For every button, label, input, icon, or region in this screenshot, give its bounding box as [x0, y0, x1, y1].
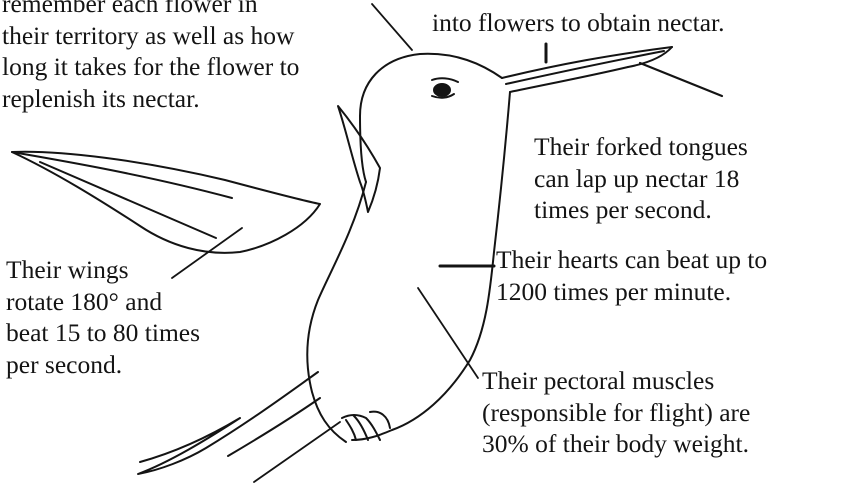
tongue-annotation-line: Their forked tongues [534, 131, 748, 163]
muscles-annotation-line: (responsible for flight) are [482, 397, 750, 429]
beak-lower-inner [506, 51, 664, 84]
muscles-annotation: Their pectoral muscles (responsible for … [482, 365, 750, 460]
memory-annotation-line: remember each flower in [2, 0, 299, 20]
upper-wing-outline [338, 106, 380, 212]
tail-outline-2 [228, 398, 320, 456]
leader-line-tongue [640, 63, 722, 96]
wings-annotation-line: rotate 180° and [6, 286, 200, 318]
memory-annotation-line: long it takes for the flower to [2, 51, 299, 83]
memory-annotation-line: their territory as well as how [2, 20, 299, 52]
tongue-annotation: Their forked tongues can lap up nectar 1… [534, 131, 748, 226]
beak-annotation-line: into flowers to obtain nectar. [432, 7, 724, 39]
tail-outline [138, 372, 318, 474]
back-outline [360, 116, 366, 182]
heart-annotation-line: Their hearts can beat up to [496, 244, 767, 276]
foot [342, 412, 390, 440]
belly-outline [307, 182, 366, 442]
memory-annotation: remember each flower in their territory … [2, 0, 299, 114]
muscles-annotation-line: Their pectoral muscles [482, 365, 750, 397]
beak-annotation: into flowers to obtain nectar. [432, 7, 724, 39]
tongue-annotation-line: can lap up nectar 18 [534, 163, 748, 195]
eye-brow [432, 78, 458, 82]
head-outline [360, 54, 502, 116]
muscles-annotation-line: 30% of their body weight. [482, 428, 750, 460]
heart-annotation: Their hearts can beat up to 1200 times p… [496, 244, 767, 307]
leader-line-feet [254, 422, 340, 482]
memory-annotation-line: replenish its nectar. [2, 83, 299, 115]
wings-annotation-line: beat 15 to 80 times [6, 317, 200, 349]
leader-line-muscles [418, 288, 478, 378]
leader-line-memory [372, 4, 412, 50]
wings-annotation-line: per second. [6, 349, 200, 381]
tongue-annotation-line: times per second. [534, 194, 748, 226]
rear-wing-outline [12, 152, 320, 253]
wings-annotation: Their wings rotate 180° and beat 15 to 8… [6, 254, 200, 380]
heart-annotation-line: 1200 times per minute. [496, 276, 767, 308]
wings-annotation-line: Their wings [6, 254, 200, 286]
eye [434, 84, 450, 96]
